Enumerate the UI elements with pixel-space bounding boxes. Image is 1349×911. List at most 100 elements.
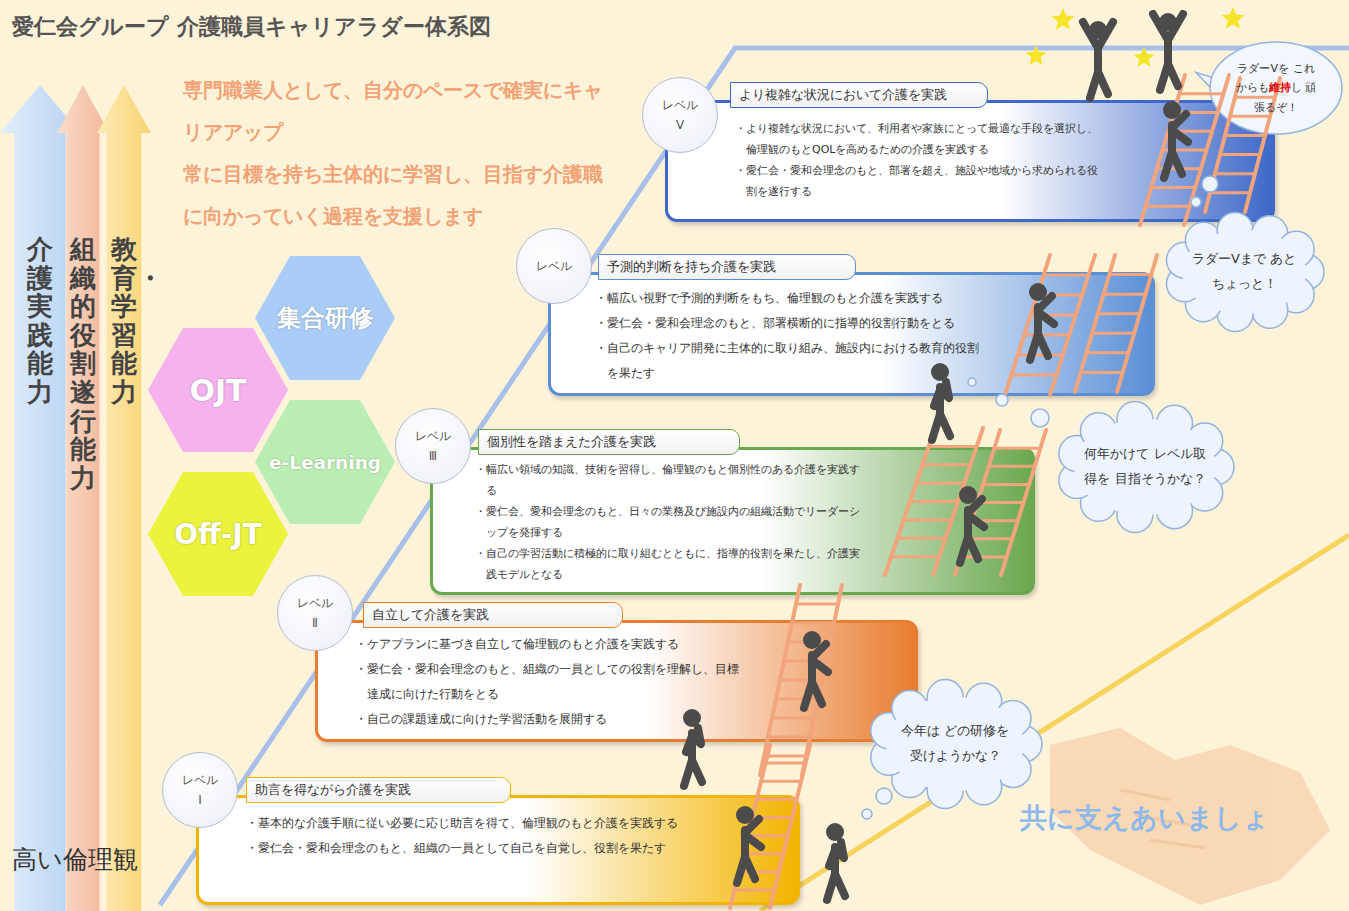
person-figure	[1153, 13, 1183, 90]
ladder-rung	[1081, 371, 1123, 374]
level-badge-circle	[277, 575, 353, 651]
ladder-frame-line	[160, 48, 1349, 905]
ladder-rung	[776, 698, 818, 701]
level-badge-text: レベル Ⅲ	[413, 426, 453, 467]
ladder-rung	[1230, 115, 1270, 118]
arrow-shape	[97, 85, 151, 911]
thought-text: 今年は どの研修を 受けようかな？	[895, 719, 1015, 768]
level-heading: 個別性を踏まえた介護を実践	[478, 429, 740, 455]
thought-text: 何年かけて レベル取得を 目指そうかな？	[1083, 442, 1207, 491]
cloud-shape	[872, 683, 1038, 805]
level-bullet: ・幅広い視野で予測的判断をもち、倫理観のもと介護を実践する	[595, 286, 987, 311]
level-badge: レベル	[516, 228, 592, 304]
hexagon-shape	[148, 328, 288, 452]
ladder-rung	[1044, 274, 1089, 277]
hex-node: 集合研修	[255, 256, 395, 380]
person-figure	[683, 709, 702, 786]
level-body: ・ケアプランに基づき自立して倫理観のもと介護を実践する・愛仁会・愛和会理念のもと…	[355, 632, 747, 732]
arrow-shape	[0, 85, 80, 911]
level-heading: より複雑な状況において介護を実践	[730, 82, 988, 108]
arrow-shape	[57, 85, 109, 911]
level-bullet: ・幅広い領域の知識、技術を習得し、倫理観のもと個別性のある介護を実践する	[475, 459, 860, 501]
thought-dot	[968, 378, 976, 386]
arrow-shape	[57, 85, 109, 911]
arrow-node: 教育・学習能力	[97, 85, 151, 911]
person-legs	[1160, 64, 1178, 90]
level-badge-text: レベル Ⅰ	[180, 770, 220, 811]
level-bullet: ・愛仁会・愛和会理念のもと、組織の一員としての役割を理解し、目標達成に向けた行動…	[355, 657, 747, 707]
ladder-rung	[898, 537, 946, 540]
ladder-rung	[766, 762, 806, 765]
level-badge-circle	[395, 408, 471, 484]
ladder-rung	[768, 736, 810, 739]
level-badge-text: レベル Ⅴ	[660, 95, 700, 136]
level-bullet: ・愛仁会・愛和会理念のもと、組織の一員として自己を自覚し、役割を果たす	[246, 836, 686, 861]
level-bullet: ・基本的な介護手順に従い必要に応じ助言を得て、倫理観のもと介護を実践する	[246, 811, 686, 836]
level-bullet: ・より複雑な状況において、利用者や家族にとって最適な手段を選択し、倫理観のもとQ…	[735, 118, 1100, 160]
level-box: 個別性を踏まえた介護を実践・幅広い領域の知識、技術を習得し、倫理観のもと個別性の…	[430, 447, 1035, 595]
level-bullet: ・愛仁会・愛和会理念のもと、部署横断的に指導的役割行動をとる	[595, 311, 987, 336]
level-badge: レベル Ⅱ	[277, 575, 353, 651]
level-bullet: ・自己の課題達成に向けた学習活動を展開する	[355, 707, 747, 732]
person-figure	[1083, 21, 1113, 98]
star	[1222, 7, 1245, 29]
level-box: より複雑な状況において介護を実践・より複雑な状況において、利用者や家族にとって最…	[665, 100, 1275, 222]
level-bullet: ・愛仁会、愛和会理念のもと、日々の業務及び施設内の組織活動でリーダーシップを発揮…	[475, 501, 860, 543]
ladder-rung	[1146, 205, 1190, 208]
level-bullet: ・自己のキャリア開発に主体的に取り組み、施設内における教育的役割を果たす	[595, 336, 987, 386]
ladder-rung	[743, 852, 783, 855]
speech-text-part: 維持	[1269, 81, 1291, 94]
ladder-rung	[929, 445, 977, 448]
ladder-rung	[1215, 172, 1255, 175]
cloud-shape	[1074, 419, 1216, 515]
star	[1134, 47, 1155, 67]
ladder-rung	[910, 500, 958, 503]
cloud-shape	[886, 697, 1024, 791]
ladder-rung	[1092, 332, 1134, 335]
thought-dot	[1202, 176, 1218, 192]
level-box-fill	[665, 100, 1275, 222]
level-box: 自立して介護を実践・ケアプランに基づき自立して倫理観のもと介護を実践する・愛仁会…	[315, 620, 918, 742]
ladder-rung	[989, 465, 1035, 468]
speech-node: ラダーⅤを これからも維持し 頑張るぞ！	[1208, 40, 1344, 136]
ladder-rung	[994, 447, 1040, 450]
ladder-rung	[983, 483, 1029, 486]
level-body: ・基本的な介護手順に従い必要に応じ助言を得て、倫理観のもと介護を実践する・愛仁会…	[246, 811, 686, 861]
thought-dot	[1031, 409, 1049, 427]
ladder-rung	[961, 555, 1007, 558]
vertical-label: 教育・学習能力	[111, 235, 137, 407]
ladder-rung	[796, 603, 838, 606]
level-badge-text: レベル Ⅱ	[295, 593, 335, 634]
level-badge-circle	[642, 77, 718, 153]
arrow-node: 組織的役割遂行能力	[57, 85, 109, 911]
person-legs	[684, 760, 702, 786]
level-badge-text: レベル	[534, 256, 574, 276]
ladder-rung	[734, 888, 774, 891]
star	[1052, 8, 1075, 30]
thought-dot	[1191, 197, 1201, 207]
arrow-shape	[97, 85, 151, 911]
person-legs	[827, 874, 845, 900]
arrow-node: 介護実践能力	[0, 85, 80, 911]
speech-text: ラダーⅤを これからも維持し 頑張るぞ！	[1233, 59, 1319, 117]
person-arms	[1153, 14, 1183, 40]
person-arms	[1083, 22, 1113, 48]
ladder-rung	[891, 555, 939, 558]
level-box: 予測的判断を持ち介護を実践・幅広い視野で予測的判断をもち、倫理観のもと介護を実践…	[548, 272, 1155, 396]
ladder-rung	[923, 463, 971, 466]
ladder-rung	[1151, 186, 1195, 189]
level-badge: レベル Ⅴ	[642, 77, 718, 153]
cloud-node: 今年は どの研修を 受けようかな？	[872, 683, 1038, 805]
hexagon-shape	[255, 400, 395, 524]
note-label: 高い倫理観	[12, 843, 182, 877]
person-figure	[931, 363, 950, 440]
ladder-rung	[1018, 354, 1063, 357]
ladder-rung	[1109, 273, 1151, 276]
hex-node: OJT	[148, 328, 288, 452]
level-badge: レベル Ⅲ	[395, 408, 471, 484]
level-body: ・幅広い視野で予測的判断をもち、倫理観のもと介護を実践する・愛仁会・愛和会理念の…	[595, 286, 987, 386]
note-label: 共に支えあいましょ	[1020, 800, 1320, 836]
ladder-rung	[1225, 134, 1265, 137]
ladder-rung	[761, 780, 801, 783]
